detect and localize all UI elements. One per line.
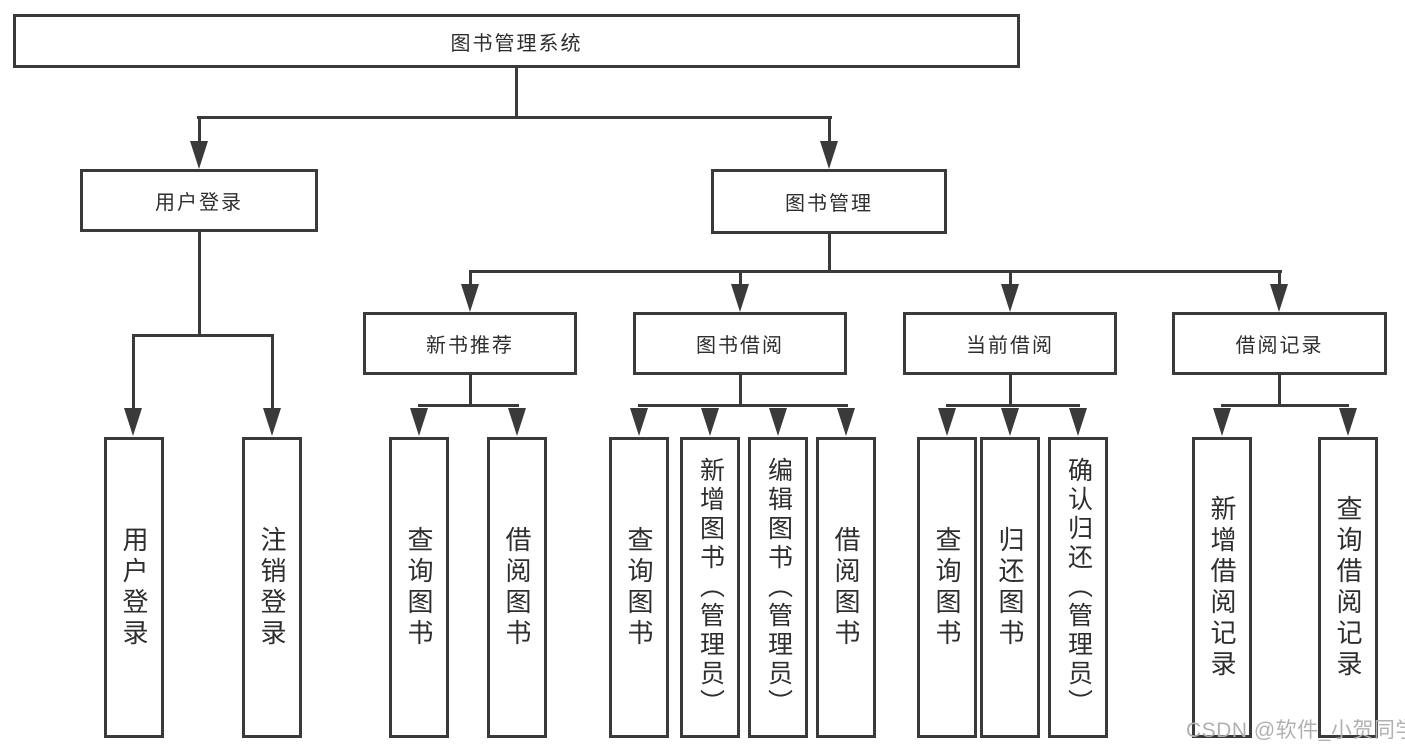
connector-borrow-records-hline — [1221, 404, 1349, 407]
node-book-borrowing: 图书借阅 — [633, 312, 847, 375]
leaf-query-books-current: 查询图书 — [917, 437, 977, 738]
node-root: 图书管理系统 — [13, 14, 1020, 68]
connector-stem-leaf-login — [132, 337, 135, 409]
node-user-login: 用户登录 — [80, 169, 318, 232]
node-borrowing-records: 借阅记录 — [1172, 312, 1387, 375]
arrow-down-icon — [508, 408, 526, 436]
connector-book-borrow-hline — [638, 404, 848, 407]
arrow-down-icon — [731, 284, 749, 312]
node-book-management: 图书管理 — [711, 169, 947, 234]
connector-stem-leaf-logout — [271, 337, 274, 409]
connector-new-book-down — [469, 375, 472, 406]
connector-root-trunk — [515, 68, 518, 118]
leaf-user-login-label: 用户登录 — [119, 525, 149, 650]
arrow-down-icon — [190, 141, 208, 169]
arrow-down-icon — [938, 408, 956, 436]
leaf-query-books-borrow-label: 查询图书 — [624, 525, 654, 650]
connector-borrow-records-down — [1278, 375, 1281, 406]
leaf-query-borrow-record-label: 查询借阅记录 — [1333, 494, 1363, 681]
connector-stem-new-book — [469, 273, 472, 286]
connector-stem-book-borrow — [739, 273, 742, 286]
connector-current-borrow-hline — [946, 404, 1080, 407]
connector-stem-book-mgmt — [828, 118, 831, 144]
leaf-borrow-books: 借阅图书 — [816, 437, 876, 738]
leaf-user-login: 用户登录 — [104, 437, 164, 738]
arrow-down-icon — [124, 408, 142, 436]
leaf-return-books: 归还图书 — [980, 437, 1040, 738]
connector-new-book-hline — [418, 404, 519, 407]
arrow-down-icon — [263, 408, 281, 436]
arrow-down-icon — [410, 408, 428, 436]
leaf-add-borrow-record-label: 新增借阅记录 — [1207, 494, 1237, 681]
connector-stem-current-borrow — [1009, 273, 1012, 286]
leaf-logout: 注销登录 — [242, 437, 302, 738]
connector-stem-borrow-records — [1278, 273, 1281, 286]
leaf-add-borrow-record: 新增借阅记录 — [1192, 437, 1252, 738]
leaf-borrow-books-label: 借阅图书 — [831, 525, 861, 650]
arrow-down-icon — [1001, 284, 1019, 312]
arrow-down-icon — [1339, 408, 1357, 436]
leaf-add-books-admin: 新增图书（管理员） — [680, 437, 740, 738]
connector-book-mgmt-down — [828, 234, 831, 272]
connector-user-login-hline — [132, 334, 274, 337]
leaf-confirm-return-admin-label: 确认归还（管理员） — [1064, 457, 1093, 718]
node-current-borrowing: 当前借阅 — [903, 312, 1117, 375]
node-borrowing-records-label: 借阅记录 — [1235, 335, 1324, 357]
arrow-down-icon — [1069, 408, 1087, 436]
connector-current-borrow-down — [1009, 375, 1012, 406]
leaf-return-books-label: 归还图书 — [995, 525, 1025, 650]
node-book-management-label: 图书管理 — [785, 193, 873, 215]
arrow-down-icon — [820, 141, 838, 169]
node-new-book-recommend: 新书推荐 — [363, 312, 577, 375]
arrow-down-icon — [630, 408, 648, 436]
connector-book-borrow-down — [739, 375, 742, 406]
arrow-down-icon — [701, 408, 719, 436]
node-book-borrowing-label: 图书借阅 — [696, 335, 784, 357]
leaf-query-books-recommend-label: 查询图书 — [404, 525, 434, 650]
arrow-down-icon — [1001, 408, 1019, 436]
arrow-down-icon — [1270, 284, 1288, 312]
node-new-book-recommend-label: 新书推荐 — [426, 335, 514, 357]
leaf-add-books-admin-label: 新增图书（管理员） — [696, 457, 725, 718]
leaf-borrow-books-recommend: 借阅图书 — [487, 437, 547, 738]
leaf-edit-books-admin: 编辑图书（管理员） — [748, 437, 808, 738]
arrow-down-icon — [461, 284, 479, 312]
node-user-login-label: 用户登录 — [155, 192, 243, 214]
connector-level1-hline — [197, 116, 832, 119]
leaf-logout-label: 注销登录 — [257, 525, 287, 650]
csdn-watermark: CSDN @软件_小贺同学 — [1186, 719, 1405, 742]
arrow-down-icon — [1213, 408, 1231, 436]
node-root-label: 图书管理系统 — [450, 32, 583, 55]
arrow-down-icon — [769, 408, 787, 436]
leaf-query-borrow-record: 查询借阅记录 — [1318, 437, 1378, 738]
leaf-confirm-return-admin: 确认归还（管理员） — [1048, 437, 1108, 738]
connector-user-login-down — [198, 232, 201, 336]
leaf-edit-books-admin-label: 编辑图书（管理员） — [764, 457, 793, 718]
leaf-borrow-books-recommend-label: 借阅图书 — [502, 525, 532, 650]
node-current-borrowing-label: 当前借阅 — [966, 335, 1054, 357]
leaf-query-books-recommend: 查询图书 — [389, 437, 449, 738]
leaf-query-books-borrow: 查询图书 — [609, 437, 669, 738]
leaf-query-books-current-label: 查询图书 — [932, 525, 962, 650]
connector-stem-user-login — [198, 118, 201, 144]
connector-level2-hline — [469, 270, 1282, 273]
arrow-down-icon — [837, 408, 855, 436]
